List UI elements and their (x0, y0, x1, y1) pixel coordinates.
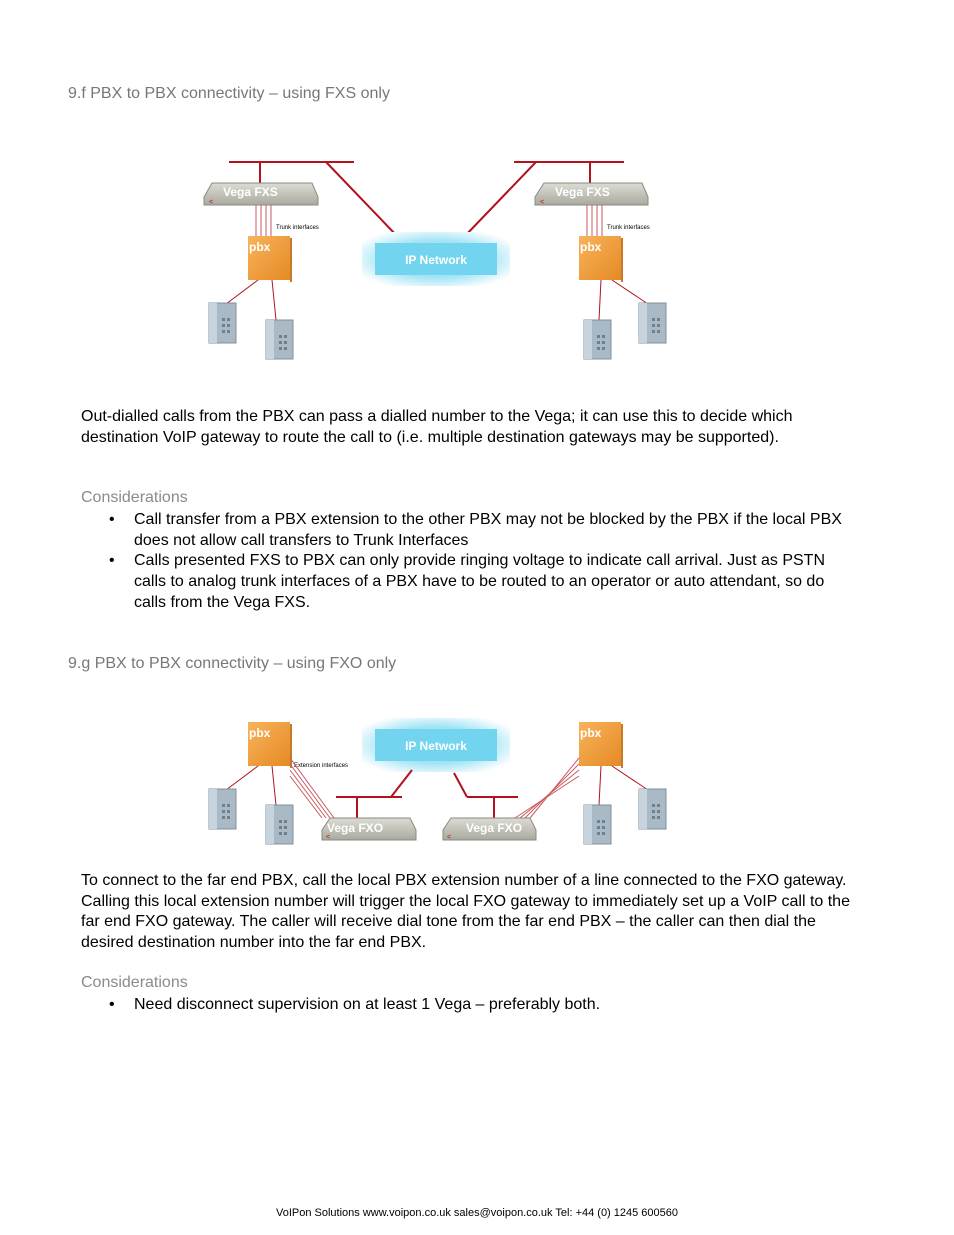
left-gateway-label: Vega FXS (223, 185, 278, 199)
phone-icon (265, 804, 294, 845)
section-f-bullet-list: •Call transfer from a PBX extension to t… (81, 510, 856, 614)
left-vega-fxo: Vega FXO < (321, 817, 417, 841)
left-pbx-label: pbx (249, 240, 271, 254)
ip-network-box (375, 729, 497, 761)
page-footer: VoIPon Solutions www.voipon.co.uk sales@… (275, 1207, 679, 1219)
left-pbx: pbx (248, 236, 292, 282)
svg-text:<: < (209, 199, 213, 206)
section-f-heading: 9.f PBX to PBX connectivity – using FXS … (68, 85, 390, 102)
phone-icon (208, 788, 237, 830)
phone-icon (265, 319, 294, 360)
list-item: •Call transfer from a PBX extension to t… (109, 511, 842, 549)
fxo-diagram: IP Network pbx pbx Extension interfaces (208, 718, 667, 845)
svg-text:<: < (447, 834, 451, 841)
right-pbx: pbx (579, 722, 623, 768)
list-item: •Calls presented FXS to PBX can only pro… (109, 552, 825, 611)
left-pbx: pbx (248, 722, 292, 768)
right-pbx-label: pbx (580, 240, 602, 254)
section-g-bullet-list: •Need disconnect supervision on at least… (81, 995, 856, 1016)
section-f-considerations: Considerations (81, 489, 188, 506)
section-g-paragraph: To connect to the far end PBX, call the … (81, 872, 850, 952)
phone-icon (583, 319, 612, 360)
left-gateway-label: Vega FXO (327, 821, 383, 835)
left-pbx-label: pbx (249, 726, 271, 740)
svg-text:<: < (326, 834, 330, 841)
right-gateway-label: Vega FXS (555, 185, 610, 199)
phone-icon (638, 302, 667, 344)
list-item: •Need disconnect supervision on at least… (109, 996, 601, 1013)
right-trunk-label: Trunk interfaces (607, 225, 650, 231)
right-vega-fxo: Vega FXO < (442, 817, 537, 841)
right-gateway-label: Vega FXO (466, 821, 522, 835)
fxs-diagram: IP Network Vega FXS < Vega FXS < Trunk i… (203, 161, 667, 360)
phone-icon (583, 804, 612, 845)
right-vega-fxs: Vega FXS < (534, 182, 649, 206)
svg-text:<: < (540, 199, 544, 206)
ip-network-label: IP Network (405, 739, 467, 753)
right-pbx: pbx (579, 236, 623, 282)
section-g-considerations: Considerations (81, 974, 188, 991)
section-g-heading: 9.g PBX to PBX connectivity – using FXO … (68, 655, 397, 672)
left-vega-fxs: Vega FXS < (203, 182, 319, 206)
phone-icon (638, 788, 667, 830)
ip-network-label: IP Network (405, 253, 467, 267)
extension-label: Extension interfaces (294, 763, 348, 769)
right-pbx-label: pbx (580, 726, 602, 740)
section-f-paragraph: Out-dialled calls from the PBX can pass … (81, 408, 793, 446)
ip-network-box (375, 243, 497, 275)
phone-icon (208, 302, 237, 344)
left-trunk-label: Trunk interfaces (276, 225, 319, 231)
